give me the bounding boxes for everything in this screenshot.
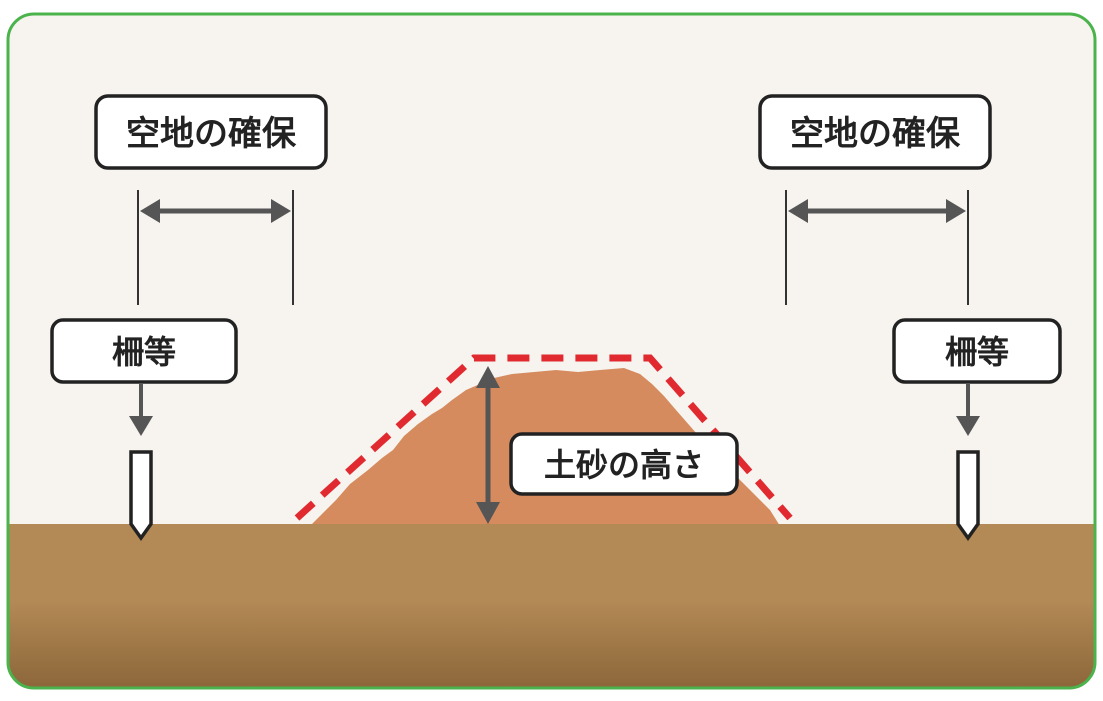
clearance-right-label: 空地の確保 (790, 114, 961, 154)
fence-right-label-box (892, 318, 1062, 384)
fence-right-down-arrow-icon (956, 384, 980, 436)
soil-height-arrow-icon (476, 366, 500, 524)
soil-height-label: 土砂の高さ (544, 446, 704, 484)
fence-left-label: 柵等 (112, 333, 176, 371)
clearance-right-group: 空地の確保 (758, 94, 992, 305)
fence-left-down-arrow-icon (129, 384, 153, 436)
ground (8, 524, 1095, 688)
fence-left-post-icon (129, 450, 153, 542)
frame-border (6, 12, 1097, 690)
fence-left-label-box (50, 318, 238, 384)
soil-height-label-box (509, 432, 739, 496)
clearance-left-label: 空地の確保 (126, 114, 297, 154)
clearance-right-label-box (758, 94, 992, 170)
fence-right-group: 柵等 (892, 318, 1062, 542)
clearance-left-arrow-icon (140, 199, 291, 223)
fence-left-group: 柵等 (50, 318, 238, 542)
soil-height-group: 土砂の高さ (476, 366, 739, 524)
clearance-right-arrow-icon (788, 199, 966, 223)
clearance-left-group: 空地の確保 (94, 94, 328, 305)
clearance-left-label-box (94, 94, 328, 170)
fence-right-label: 柵等 (945, 333, 1009, 371)
fence-right-post-icon (956, 450, 980, 542)
